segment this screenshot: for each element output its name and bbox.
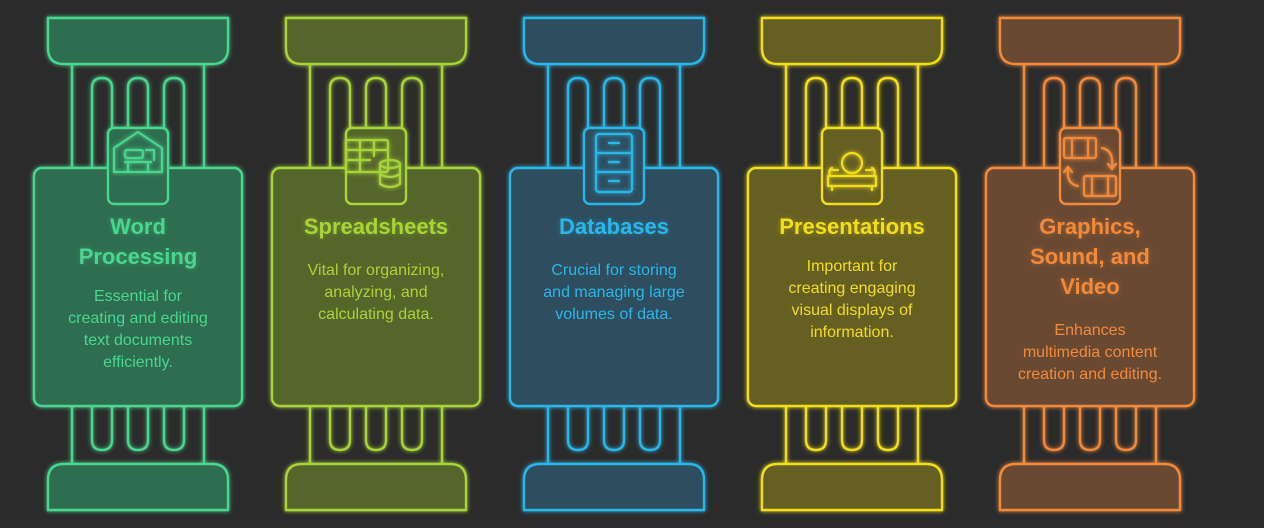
- icon-frame: [582, 126, 646, 206]
- title-line: Graphics,: [1039, 214, 1141, 239]
- pillar-capital: [998, 16, 1182, 66]
- description-line: Crucial for storing: [551, 262, 677, 279]
- pillar-capital: [760, 16, 944, 66]
- description-line: volumes of data.: [555, 306, 673, 323]
- pillar-spreadsheets: [270, 16, 482, 512]
- pillar-base: [760, 462, 944, 512]
- description-line: calculating data.: [318, 306, 434, 323]
- pillar-text-spreadsheets: Spreadsheets: [278, 212, 474, 242]
- title-line: Presentations: [779, 214, 925, 239]
- description-line: text documents: [83, 332, 193, 349]
- pillar-title: Spreadsheets: [278, 212, 474, 242]
- description-line: efficiently.: [103, 354, 173, 371]
- pillar-capital: [284, 16, 468, 66]
- title-line: Video: [1060, 274, 1120, 299]
- house-desk-icon: [112, 130, 164, 174]
- icon-frame: [820, 126, 884, 206]
- description-line: Essential for: [93, 288, 183, 305]
- pillar-description: Crucial for storing and managing large vol…: [516, 260, 712, 326]
- pillar-capital: [522, 16, 706, 66]
- pillar-base: [284, 462, 468, 512]
- pillar-base: [998, 462, 1182, 512]
- pillar-base: [46, 462, 230, 512]
- table-database-icon: [344, 138, 402, 189]
- description-line: and managing large: [543, 284, 685, 301]
- pillar-description: Important for creating engaging visual dis…: [754, 256, 950, 344]
- pillar-title: Databases: [516, 212, 712, 242]
- pillar-base: [522, 462, 706, 512]
- projector-icon: [826, 151, 878, 192]
- title-line: Processing: [78, 244, 198, 269]
- pillar-databases: [508, 16, 720, 512]
- description-line: Important for: [806, 258, 898, 275]
- icon-frame: [106, 126, 170, 206]
- filing-cabinet-icon: [594, 132, 634, 194]
- description-line: creating engaging: [788, 280, 916, 297]
- pillar-text-presentations: Presentations: [754, 212, 950, 242]
- description-line: visual displays of: [791, 302, 913, 319]
- pillar-capital: [46, 16, 230, 66]
- description-line: Vital for organizing,: [307, 262, 445, 279]
- title-line: Spreadsheets: [303, 214, 449, 239]
- description-line: creating and editing: [68, 310, 208, 327]
- pillar-title: Presentations: [754, 212, 950, 242]
- description-line: multimedia content: [1022, 344, 1158, 361]
- pillar-description: Essential for creating and editing text do…: [40, 286, 236, 374]
- pillar-description: Enhances multimedia content creation and e…: [992, 320, 1188, 386]
- pillar-graphics: [984, 16, 1196, 512]
- pillar-word: [32, 16, 244, 512]
- pillar-presentations: [746, 16, 958, 512]
- title-line: Word: [110, 214, 166, 239]
- pillar-text-databases: Databases: [516, 212, 712, 242]
- title-line: Sound, and: [1030, 244, 1150, 269]
- description-line: information.: [810, 324, 894, 341]
- description-line: creation and editing.: [1017, 366, 1163, 383]
- pillar-description: Vital for organizing, analyzing, and calcu…: [278, 260, 474, 326]
- title-line: Databases: [558, 214, 670, 239]
- description-line: Enhances: [1054, 322, 1126, 339]
- description-line: analyzing, and: [324, 284, 428, 301]
- film-exchange-icon: [1062, 136, 1118, 198]
